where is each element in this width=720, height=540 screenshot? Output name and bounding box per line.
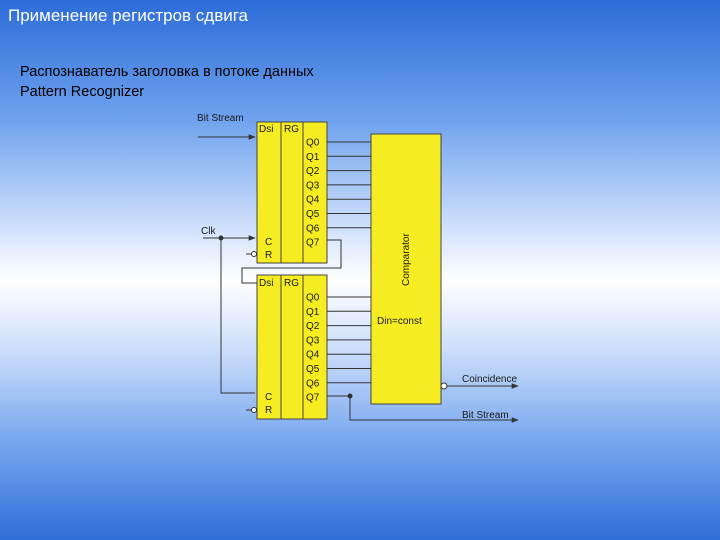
register-bottom-r-label: R xyxy=(265,405,272,416)
register-top-output-q0: Q0 xyxy=(306,138,320,149)
subtitle-line-2: Pattern Recognizer xyxy=(20,84,145,100)
reset-bottom-bubble xyxy=(251,407,257,413)
register-top-r-label: R xyxy=(265,250,272,261)
comparator-label: Comparator xyxy=(401,233,412,286)
register-top-dsi-column xyxy=(256,121,282,264)
register-top-output-q2: Q2 xyxy=(306,166,320,177)
clock-branch-wire xyxy=(220,238,255,394)
coincidence-label: Coincidence xyxy=(462,374,517,385)
register-top-output-q3: Q3 xyxy=(306,180,320,191)
register-bottom-c-label: C xyxy=(265,392,272,403)
register-bottom-output-q7: Q7 xyxy=(306,393,320,404)
register-top-output-q5: Q5 xyxy=(306,209,320,220)
slide-title: Применение регистров сдвига xyxy=(8,6,249,25)
register-bottom-dsi-column xyxy=(256,274,282,420)
register-bottom-output-column xyxy=(302,274,328,420)
register-bottom-dsi-label: Dsi xyxy=(259,278,273,289)
register-top-dsi-label: Dsi xyxy=(259,124,273,135)
register-bottom-output-q4: Q4 xyxy=(306,350,320,361)
register-to-comparator-wires xyxy=(327,141,371,384)
reset-top-bubble xyxy=(251,251,257,257)
register-bottom-rg-label: RG xyxy=(284,278,299,289)
register-bottom-output-q1: Q1 xyxy=(306,307,320,318)
clock-label: Clk xyxy=(201,226,216,237)
comparator-const-label: Din=const xyxy=(377,316,422,327)
register-top-output-q4: Q4 xyxy=(306,195,320,206)
register-bottom-rg-column xyxy=(280,274,304,420)
register-bottom-output-q2: Q2 xyxy=(306,321,320,332)
register-top-output-column xyxy=(302,121,328,264)
cascade-wire xyxy=(241,239,342,284)
register-bottom-output-q5: Q5 xyxy=(306,364,320,375)
comparator-output-bubble xyxy=(440,382,448,390)
register-bottom-output-q6: Q6 xyxy=(306,378,320,389)
slide-subtitle: Распознаватель заголовка в потоке данных… xyxy=(20,62,314,102)
comparator-block xyxy=(370,133,442,405)
register-top-rg-label: RG xyxy=(284,124,299,135)
register-bottom-output-q3: Q3 xyxy=(306,335,320,346)
output-bit-stream-wire xyxy=(327,395,519,423)
bit-stream-input-label: Bit Stream xyxy=(197,113,244,124)
output-bit-stream-label: Bit Stream xyxy=(462,410,509,421)
register-bottom-output-q0: Q0 xyxy=(306,293,320,304)
comparator: Comparator Din=const xyxy=(370,133,448,405)
output-junction xyxy=(347,393,353,399)
register-top-rg-column xyxy=(280,121,304,264)
register-top-output-q7: Q7 xyxy=(306,238,320,249)
register-top-c-label: C xyxy=(265,237,272,248)
register-top-output-q1: Q1 xyxy=(306,152,320,163)
subtitle-line-1: Распознаватель заголовка в потоке данных xyxy=(20,64,314,80)
wiring xyxy=(198,134,519,423)
clock-junction xyxy=(218,235,224,241)
register-top-output-q6: Q6 xyxy=(306,223,320,234)
